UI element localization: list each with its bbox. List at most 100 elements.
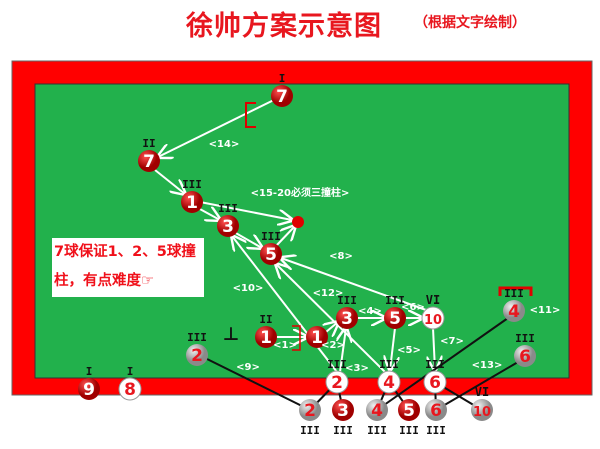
hit-count-mark: III — [385, 294, 405, 307]
hit-count-mark: I — [86, 365, 93, 378]
ball-circle — [514, 345, 536, 367]
hit-count-mark: III — [399, 424, 419, 437]
ball-number: 1 — [186, 193, 198, 213]
hit-count-mark: III — [504, 287, 524, 300]
ball-circle — [255, 326, 277, 348]
shot-path — [340, 328, 346, 373]
ball-red-3: 3 III — [336, 294, 358, 329]
ball-number: 3 — [222, 217, 234, 237]
ball-number: 2 — [304, 401, 316, 421]
ball-circle — [336, 307, 358, 329]
ball-circle — [384, 307, 406, 329]
bracket-marker — [498, 286, 533, 296]
shot-label: <10> — [233, 283, 264, 294]
ball-circle — [471, 399, 493, 421]
shot-label: <12> — [313, 288, 344, 299]
ball-number: 7 — [276, 87, 288, 107]
shot-label: <9> — [236, 362, 260, 373]
ball-number: 6 — [430, 401, 442, 421]
note-line-2: 柱，有点难度☞ — [54, 273, 154, 289]
shot-path — [154, 169, 185, 194]
ball-number: 1 — [311, 328, 323, 348]
ball-number: 4 — [383, 373, 395, 393]
ball-circle — [299, 399, 321, 421]
ball-gray-2: 2 III — [186, 331, 208, 366]
shot-label: <5> — [397, 345, 421, 356]
ball-red-1: 1II — [255, 313, 277, 348]
ball-red-7: 7I — [271, 72, 293, 107]
ball-number: 4 — [371, 401, 383, 421]
ball-number: 4 — [508, 302, 520, 322]
ball-circle — [398, 399, 420, 421]
hit-count-mark: II — [142, 137, 155, 150]
hit-count-mark: III — [379, 358, 399, 371]
ball-circle — [325, 370, 349, 394]
shot-label: <4> — [358, 306, 382, 317]
shot-path — [276, 264, 386, 373]
shot-path — [197, 208, 220, 220]
ball-number: 7 — [143, 152, 155, 172]
shot-path — [433, 327, 435, 370]
hit-count-mark: III — [261, 230, 281, 243]
note-box: 7球保证1、2、5球撞 柱，有点难度☞ — [52, 238, 204, 297]
ball-number: 1 — [260, 328, 272, 348]
ball-red-7: 7 II — [138, 137, 160, 172]
hit-count-mark: III — [327, 358, 347, 371]
ball-circle — [186, 344, 208, 366]
shot-label: <6> — [401, 302, 425, 313]
ball-red-1: 1 — [306, 326, 328, 348]
ball-red-5: 5 III — [260, 230, 282, 265]
hit-count-mark: III — [333, 424, 353, 437]
bracket-marker — [292, 325, 301, 351]
note-line-1: 7球保证1、2、5球撞 — [54, 244, 196, 260]
bracket-marker — [245, 102, 256, 128]
shot-label: <2> — [321, 340, 345, 351]
cue-mark: ⊥ — [223, 324, 239, 345]
hit-count-mark: VI — [475, 385, 489, 399]
ball-white-8: 8I — [118, 365, 142, 401]
shot-label: <1> — [273, 340, 297, 351]
hit-count-mark: III — [182, 178, 202, 191]
hit-count-mark: III — [337, 294, 357, 307]
shot-label: <3> — [345, 363, 369, 374]
ball-circle — [138, 150, 160, 172]
hit-count-mark: III — [300, 424, 320, 437]
ball-circle — [271, 85, 293, 107]
hit-count-mark: III — [187, 331, 207, 344]
ball-circle — [332, 399, 354, 421]
hit-count-mark: I — [127, 365, 134, 378]
ball-circle — [181, 191, 203, 213]
shot-path — [158, 95, 283, 157]
shot-label: <8> — [329, 251, 353, 262]
ball-circle — [78, 378, 100, 400]
ball-path — [435, 361, 519, 411]
shot-label: <14> — [209, 139, 240, 150]
ball-circle — [306, 326, 328, 348]
ball-number: 3 — [341, 309, 353, 329]
ball-number: 6 — [429, 373, 441, 393]
ball-path — [204, 357, 311, 411]
diagram-subtitle: （根据文字绘制） — [414, 15, 526, 31]
ball-circle — [260, 243, 282, 265]
shot-path — [390, 327, 395, 370]
ball-number: 2 — [191, 346, 203, 366]
ball-circle — [118, 377, 142, 401]
hit-count-mark: III — [426, 424, 446, 437]
hit-count-mark: VI — [426, 293, 440, 307]
shot-label: <15-20必须三撞柱> — [251, 186, 350, 199]
ball-number: 3 — [337, 401, 349, 421]
ball-number: 5 — [403, 401, 415, 421]
ball-circle — [425, 399, 447, 421]
ball-red-9: 9I — [78, 365, 100, 400]
ball-number: 10 — [473, 405, 491, 420]
ball-number: 5 — [265, 245, 277, 265]
hit-count-mark: III — [367, 424, 387, 437]
